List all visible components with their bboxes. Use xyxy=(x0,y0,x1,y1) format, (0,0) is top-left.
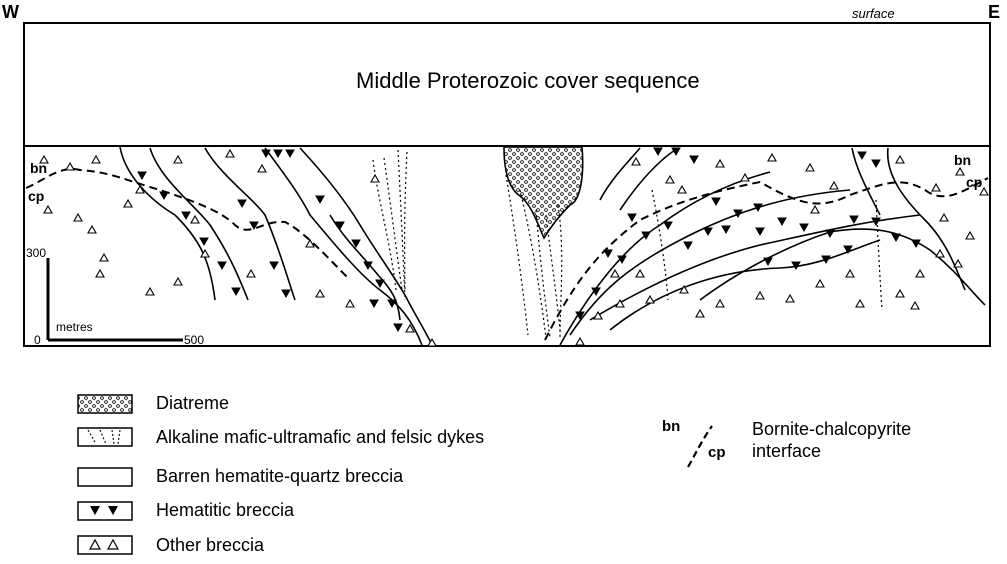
legend-hematitic-label: Hematitic breccia xyxy=(156,500,294,521)
diatreme-body xyxy=(504,147,583,238)
west-label: W xyxy=(2,2,19,23)
blank-box-icon xyxy=(78,468,132,486)
legend-other-label: Other breccia xyxy=(156,535,264,556)
bornite-chalcopyrite-line xyxy=(26,169,988,340)
legend-bn-label: bn xyxy=(662,418,680,435)
scale-300-label: 300 xyxy=(26,246,46,260)
legend-interface-line1: Bornite-chalcopyrite xyxy=(752,418,911,440)
legend-dykes-label: Alkaline mafic-ultramafic and felsic dyk… xyxy=(156,427,484,448)
dyke-lines xyxy=(373,150,882,338)
legend-barren-label: Barren hematite-quartz breccia xyxy=(156,466,403,487)
bn-label-east: bn xyxy=(954,152,971,168)
legend-diatreme-label: Diatreme xyxy=(156,393,229,414)
east-breccia-boundaries xyxy=(560,148,985,345)
surface-label: surface xyxy=(852,6,895,21)
filled-triangles-icon xyxy=(78,502,132,520)
legend-cp-label: cp xyxy=(708,444,726,461)
bn-label-west: bn xyxy=(30,160,47,176)
cover-sequence-label: Middle Proterozoic cover sequence xyxy=(356,68,700,94)
scale-500-label: 500 xyxy=(184,333,204,347)
scale-unit-label: metres xyxy=(56,320,93,334)
diatreme-dots-icon xyxy=(78,395,132,413)
cp-label-west: cp xyxy=(28,188,44,204)
cp-label-east: cp xyxy=(966,174,982,190)
legend-interface-line2: interface xyxy=(752,440,821,462)
west-breccia-boundaries xyxy=(120,147,432,345)
east-label: E xyxy=(988,2,1000,23)
open-triangles-icon xyxy=(78,536,132,554)
dykes-dotted-lines-icon xyxy=(78,428,132,446)
scale-0-label: 0 xyxy=(34,333,41,347)
